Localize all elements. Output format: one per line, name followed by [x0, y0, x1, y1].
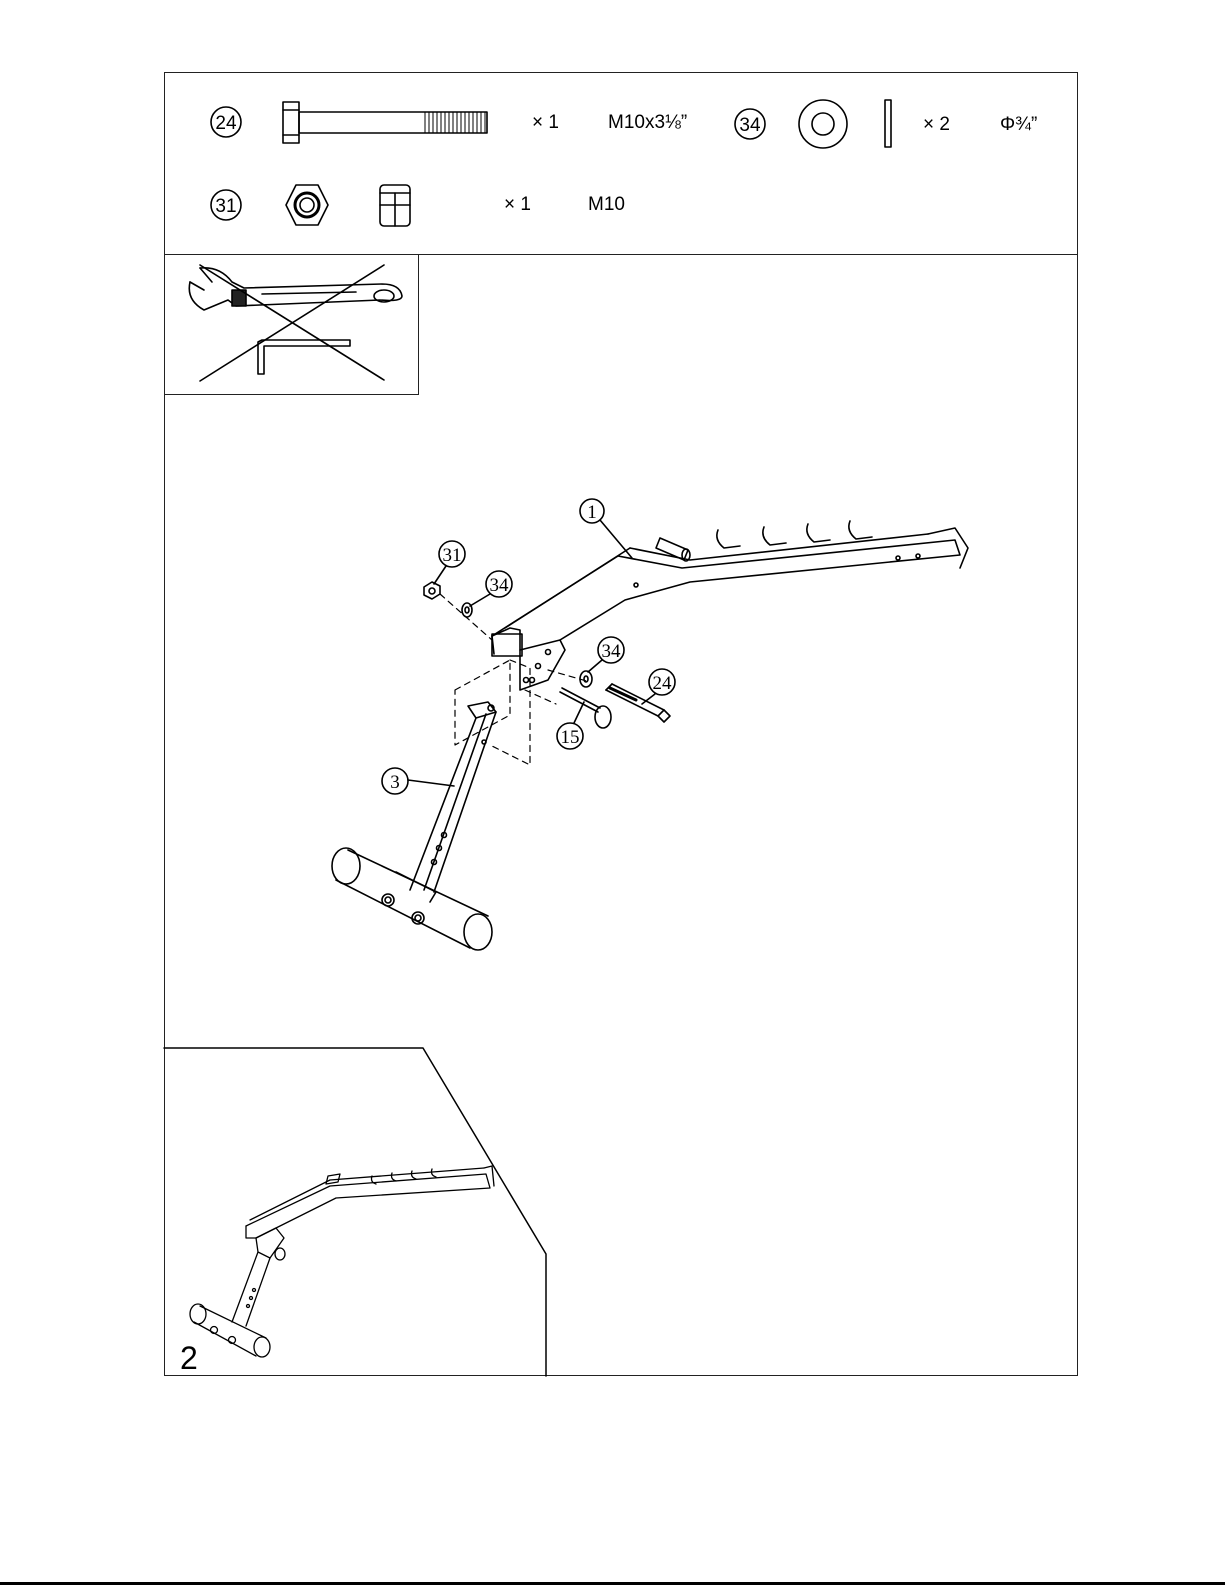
hw-31-label: 31: [211, 190, 241, 220]
svg-text:34: 34: [490, 575, 510, 596]
part-1-frame: [492, 521, 968, 690]
callout-24: 24: [642, 669, 675, 704]
washer-icon: [799, 100, 891, 148]
hw-24-label: 24: [211, 107, 241, 137]
allen-key-icon: [258, 340, 350, 374]
part-31-nut: [424, 582, 440, 599]
svg-text:24: 24: [653, 673, 673, 694]
hw-31-id: 31: [215, 196, 236, 217]
svg-text:34: 34: [602, 641, 622, 662]
part-15-pin: [560, 688, 611, 728]
callout-34-right: 34: [588, 637, 624, 672]
cross-out-icon: [200, 265, 384, 381]
callout-31: 31: [434, 541, 465, 584]
nut-icon: [286, 185, 410, 226]
hw-34-label: 34: [735, 109, 765, 139]
svg-text:31: 31: [443, 545, 462, 566]
svg-text:15: 15: [561, 727, 580, 748]
callout-34-left: 34: [470, 571, 512, 606]
svg-text:1: 1: [587, 502, 597, 523]
hw-24-id: 24: [215, 113, 237, 134]
hw-34-id: 34: [739, 115, 761, 136]
svg-text:3: 3: [390, 772, 400, 793]
callout-1: 1: [580, 499, 632, 558]
callout-3: 3: [382, 768, 454, 794]
part-34-washer-right: [580, 671, 592, 687]
bolt-icon: [283, 102, 487, 143]
callout-15: 15: [557, 702, 584, 749]
inset-panel: [164, 1048, 546, 1376]
inset-assembly: [190, 1166, 494, 1357]
part-3-leg: [332, 702, 496, 950]
